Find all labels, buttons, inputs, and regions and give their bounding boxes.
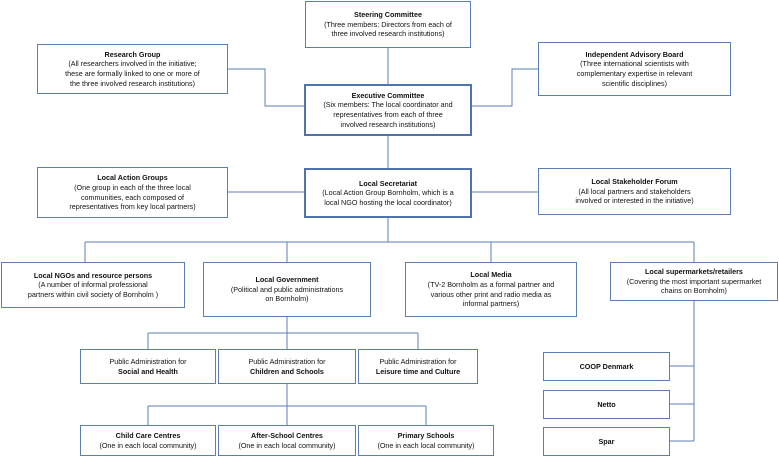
pa-children-schools-box: Public Administration for Children and S… <box>218 349 356 384</box>
connector-research-executive <box>228 68 304 107</box>
local-secretariat-title: Local Secretariat <box>359 178 417 188</box>
stakeholder-forum-desc: (All local partners and stakeholders inv… <box>575 186 694 206</box>
child-care-centres-box: Child Care Centres (One in each local co… <box>80 425 216 456</box>
local-supermarkets-desc: (Covering the most important supermarket… <box>626 276 762 296</box>
local-government-title: Local Government <box>255 275 319 285</box>
child-care-centres-desc: (One in each local community) <box>99 440 197 450</box>
spar-box: Spar <box>543 427 670 456</box>
local-government-desc: (Political and public administrations on… <box>230 284 344 304</box>
executive-committee-title: Executive Committee <box>351 90 425 100</box>
pa-leisure-culture-box: Public Administration for Leisure time a… <box>358 349 478 384</box>
local-supermarkets-box: Local supermarkets/retailers (Covering t… <box>610 262 778 301</box>
primary-schools-box: Primary Schools (One in each local commu… <box>358 425 494 456</box>
local-action-groups-box: Local Action Groups (One group in each o… <box>37 167 228 218</box>
local-action-groups-desc: (One group in each of the three local co… <box>69 182 196 212</box>
pa-leisure-culture-line1: Public Administration for <box>379 356 457 366</box>
stakeholder-forum-title: Local Stakeholder Forum <box>591 177 678 187</box>
local-ngos-desc: (A number of informal professional partn… <box>27 280 159 299</box>
pa-social-health-line2: Social and Health <box>118 366 178 376</box>
child-care-centres-title: Child Care Centres <box>115 430 181 440</box>
netto-box: Netto <box>543 390 670 419</box>
local-ngos-title: Local NGOs and resource persons <box>33 270 153 280</box>
netto-title: Netto <box>597 399 616 409</box>
after-school-centres-box: After-School Centres (One in each local … <box>218 425 356 456</box>
advisory-board-box: Independent Advisory Board (Three intern… <box>538 42 731 96</box>
local-action-groups-title: Local Action Groups <box>97 173 168 183</box>
steering-committee-box: Steering Committee (Three members: Direc… <box>305 1 471 48</box>
connector-advisory-executive <box>472 68 538 107</box>
local-government-box: Local Government (Political and public a… <box>203 262 371 317</box>
local-secretariat-desc: (Local Action Group Bornholm, which is a… <box>322 188 454 207</box>
after-school-centres-desc: (One in each local community) <box>238 440 336 450</box>
pa-social-health-line1: Public Administration for <box>109 356 187 366</box>
steering-committee-desc: (Three members: Directors from each of t… <box>324 19 452 39</box>
research-group-desc: (All researchers involved in the initiat… <box>65 59 200 88</box>
advisory-board-title: Independent Advisory Board <box>585 49 684 59</box>
research-group-title: Research Group <box>104 49 161 59</box>
primary-schools-title: Primary Schools <box>397 430 455 440</box>
spar-title: Spar <box>598 436 615 446</box>
pa-leisure-culture-line2: Leisure time and Culture <box>375 366 461 376</box>
local-media-desc: (TV-2 Bornholm as a formal partner and v… <box>427 279 555 309</box>
local-media-box: Local Media (TV-2 Bornholm as a formal p… <box>405 262 577 317</box>
executive-committee-desc: (Six members: The local coordinator and … <box>323 100 453 129</box>
research-group-box: Research Group (All researchers involved… <box>37 44 228 94</box>
local-ngos-box: Local NGOs and resource persons (A numbe… <box>1 262 185 308</box>
pa-children-schools-line2: Children and Schools <box>250 366 324 376</box>
executive-committee-box: Executive Committee (Six members: The lo… <box>304 84 472 136</box>
after-school-centres-title: After-School Centres <box>251 430 323 440</box>
primary-schools-desc: (One in each local community) <box>377 440 475 450</box>
stakeholder-forum-box: Local Stakeholder Forum (All local partn… <box>538 168 731 215</box>
pa-social-health-box: Public Administration for Social and Hea… <box>80 349 216 384</box>
coop-denmark-title: COOP Denmark <box>579 361 634 371</box>
steering-committee-title: Steering Committee <box>354 10 422 20</box>
local-media-title: Local Media <box>470 270 512 280</box>
advisory-board-desc: (Three international scientists with com… <box>576 59 693 88</box>
pa-children-schools-line1: Public Administration for <box>248 356 326 366</box>
local-secretariat-box: Local Secretariat (Local Action Group Bo… <box>304 168 472 218</box>
local-supermarkets-title: Local supermarkets/retailers <box>645 267 743 277</box>
coop-denmark-box: COOP Denmark <box>543 352 670 381</box>
